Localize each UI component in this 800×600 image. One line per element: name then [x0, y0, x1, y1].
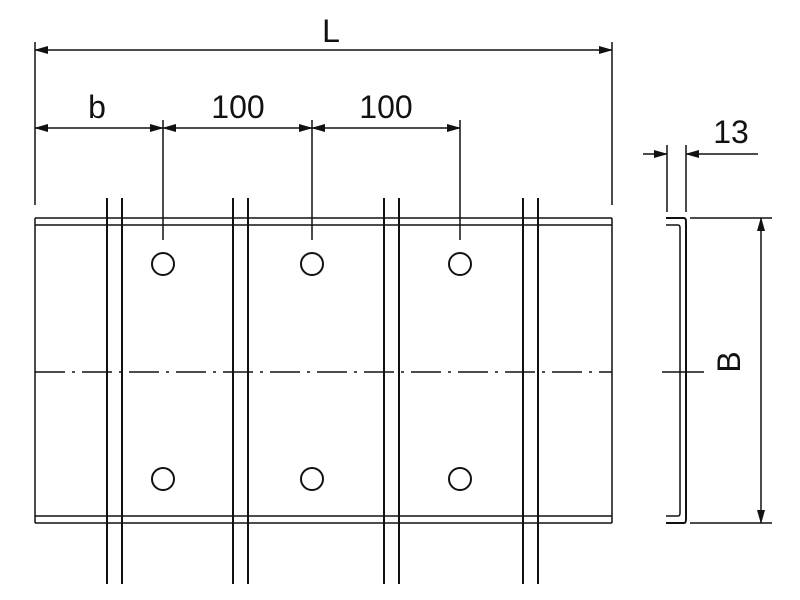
label-100-first: 100 — [211, 89, 264, 125]
label-100-second: 100 — [359, 89, 412, 125]
side-view-profile — [662, 217, 704, 524]
label-L: L — [322, 13, 340, 49]
holes — [151, 252, 472, 491]
label-b: b — [88, 89, 106, 125]
dimension-width: B — [690, 217, 772, 524]
profile-inner — [666, 224, 681, 517]
plate-front-view — [34, 217, 613, 524]
hole-bottom-3 — [448, 467, 472, 491]
hole-top-1 — [151, 252, 175, 276]
label-13: 13 — [713, 114, 749, 150]
dimension-hole-spacing: b 100 100 — [34, 89, 461, 240]
profile-outer — [666, 217, 687, 524]
hole-top-3 — [448, 252, 472, 276]
dimension-flange: 13 — [643, 114, 758, 212]
vertical-bars — [106, 198, 539, 584]
hole-bottom-1 — [151, 467, 175, 491]
hole-bottom-2 — [300, 467, 324, 491]
dimension-overall-length: L — [34, 13, 613, 205]
hole-top-2 — [300, 252, 324, 276]
label-B: B — [711, 351, 747, 372]
